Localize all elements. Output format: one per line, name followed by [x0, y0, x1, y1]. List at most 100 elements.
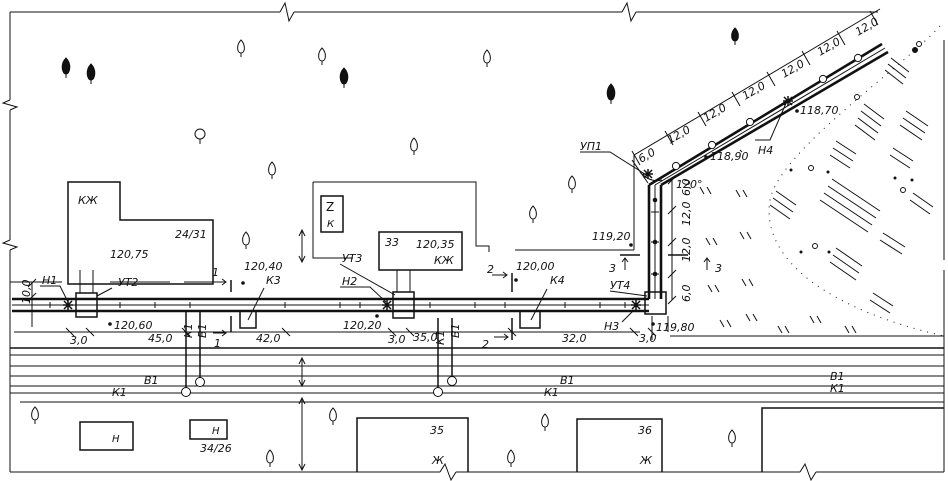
- dim-6-a: 6,0: [636, 146, 658, 166]
- label-ut3: УТ3: [342, 252, 362, 265]
- label-n3: Н3: [604, 320, 619, 333]
- chamber-labels: УТ2 УТ3 УТ4 УП1 К3 К4 Н1 Н2 Н3 Н4: [40, 140, 773, 333]
- tree-icon: [568, 175, 576, 193]
- building-33: [378, 231, 463, 271]
- dim-12-b: 12,0: [680, 238, 693, 263]
- label-k1-street-2: К1: [544, 386, 559, 399]
- elev-119-80: 119,80: [656, 321, 695, 334]
- building-24-31: [67, 181, 214, 285]
- dim-3-c: 3,0: [639, 332, 657, 345]
- tree-icon: [237, 39, 245, 57]
- building-33-number: 33: [385, 236, 399, 249]
- dim-32: 32,0: [562, 332, 587, 345]
- dim-12-h: 12,0: [853, 15, 881, 39]
- elev-118-70: 118,70: [800, 104, 839, 117]
- dim-6-b: 6,0: [680, 179, 693, 197]
- tree-icon: [86, 63, 96, 84]
- building-24-31-number: 24/31: [175, 228, 207, 241]
- dim-42: 42,0: [256, 332, 281, 345]
- chamber-k4: [519, 311, 541, 329]
- building-24-31-type: КЖ: [78, 194, 99, 207]
- building-corner-right: [761, 407, 944, 472]
- tree-icon: [529, 205, 537, 223]
- tree-icon: [318, 47, 326, 65]
- label-n4: Н4: [758, 144, 773, 157]
- chamber-ut3: [392, 291, 415, 319]
- chamber-k3: [239, 311, 257, 329]
- buildings: КЖ 24/31 120,75 Z К 33 120,35 КЖ Н Н 34/…: [67, 181, 944, 472]
- label-ut4: УТ4: [610, 279, 630, 292]
- boiler-symbol: [320, 195, 344, 233]
- elev-120-60: 120,60: [114, 319, 153, 332]
- dim-12-c: 12,0: [665, 123, 693, 147]
- label-up1: УП1: [580, 140, 602, 153]
- tree-icon: [339, 67, 349, 88]
- tree-icon: [483, 49, 491, 67]
- tree-icon: [266, 449, 274, 467]
- dim-45: 45,0: [148, 332, 173, 345]
- label-v1-street-2: В1: [560, 374, 575, 387]
- boiler-z-mark: Z: [326, 200, 334, 214]
- building-36-type: Ж: [639, 454, 653, 467]
- building-33-elevation: 120,35: [416, 238, 455, 251]
- elev-120-00: 120,00: [516, 260, 555, 273]
- section-markers: 1 1 2 2 3 3: [208, 254, 722, 351]
- tree-icon: [61, 57, 71, 78]
- tree-icon: [329, 407, 337, 425]
- label-k1-b: К1: [434, 330, 447, 345]
- chamber-ut4: [644, 291, 667, 315]
- dim-6-c: 6,0: [680, 285, 693, 303]
- label-v1-street-3: В1: [830, 370, 845, 383]
- label-k4: К4: [550, 274, 565, 287]
- building-34-26: [189, 419, 228, 440]
- label-n2: Н2: [342, 275, 357, 288]
- elevation-marks: 120,60 120,40 120,20 120,00 119,80 119,2…: [108, 104, 839, 334]
- tree-icon: [194, 128, 206, 144]
- dim-12-f: 12,0: [779, 57, 807, 81]
- elev-120-40: 120,40: [244, 260, 283, 273]
- street-lines: [10, 228, 944, 472]
- tree-icon: [410, 137, 418, 155]
- section-3-right: 3: [715, 262, 722, 275]
- tree-icon: [731, 27, 739, 45]
- boiler-label: К: [327, 219, 335, 230]
- label-k1-a: К1: [182, 323, 195, 338]
- tree-icon: [541, 413, 549, 431]
- dim-10: 10,0: [20, 280, 33, 305]
- label-n1: Н1: [42, 274, 57, 287]
- trees: [31, 27, 739, 467]
- dim-12-d: 12,0: [701, 101, 729, 125]
- vegetation: [699, 41, 934, 334]
- label-v1-street-1: В1: [144, 374, 159, 387]
- tree-icon: [507, 449, 515, 467]
- dim-35: 35,0: [413, 331, 438, 344]
- chamber-ut2: [75, 292, 98, 318]
- dim-12-a: 12,0: [680, 202, 693, 227]
- elev-120-20: 120,20: [343, 319, 382, 332]
- building-n-1: [79, 421, 134, 451]
- building-34-26-number: 34/26: [200, 442, 232, 455]
- section-2-top: 2: [487, 263, 494, 276]
- building-35-type: Ж: [431, 454, 445, 467]
- building-n-1-type: Н: [112, 434, 120, 445]
- dim-12-g: 12,0: [815, 35, 843, 59]
- dim-12-e: 12,0: [740, 79, 768, 103]
- dim-3-b: 3,0: [388, 333, 406, 346]
- boiler-yard: [313, 181, 490, 252]
- dimension-lines: 10,0 3,0 45,0 42,0 3,0 35,0 32,0 3,0 6,0…: [14, 15, 881, 347]
- tree-icon: [31, 406, 39, 424]
- tree-icon: [606, 83, 616, 104]
- tree-icon: [728, 429, 736, 447]
- tree-icon: [268, 161, 276, 179]
- section-3-left: 3: [609, 262, 616, 275]
- building-35-number: 35: [430, 424, 444, 437]
- section-2-bottom: 2: [482, 338, 489, 351]
- building-36: [576, 418, 663, 472]
- label-k3: К3: [266, 274, 281, 287]
- building-33-type: КЖ: [434, 254, 455, 267]
- elev-118-90: 118,90: [710, 150, 749, 163]
- dim-3-a: 3,0: [70, 334, 88, 347]
- building-24-31-elevation: 120,75: [110, 248, 149, 261]
